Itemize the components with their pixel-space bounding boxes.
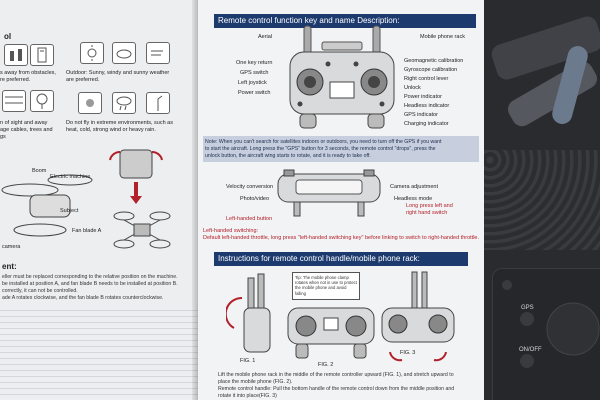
rain-icon — [112, 92, 136, 114]
instruction-line: rotate it into place(FIG. 3) — [218, 393, 277, 399]
tree-icon — [30, 90, 54, 112]
cloud-icon — [112, 42, 136, 64]
body-line: be installed at position A, and fan blad… — [2, 281, 178, 287]
front-label: Headless mode — [394, 196, 433, 202]
remote-label: Power switch — [238, 90, 271, 96]
figure-label: FIG. 2 — [318, 362, 334, 368]
front-label: Long press left and — [406, 203, 453, 209]
remote-label: One key return — [236, 60, 273, 66]
front-label: Photo/video — [240, 196, 270, 202]
body-line: eller must be replaced corresponding to … — [2, 274, 178, 280]
instruction-line: Remote control handle: Pull the bottom h… — [218, 386, 455, 392]
body-line: ade A rotates clockwise, and the fan bla… — [2, 295, 164, 301]
icon-caption: n of sight and away — [0, 120, 48, 126]
phone-rack-figures — [226, 271, 455, 362]
note-line: to start the aircraft. Long press the "G… — [205, 146, 436, 152]
strong-wind-icon — [146, 92, 170, 114]
remote-label: Mobile phone rack — [420, 34, 465, 40]
instruction-line: Lift the mobile phone rack in the middle… — [218, 372, 454, 378]
section-banner: Remote control function key and name Des… — [214, 14, 476, 28]
case-foam — [480, 150, 600, 250]
drone-label: Boom — [32, 168, 47, 174]
remote-label: Aerial — [258, 34, 273, 40]
remote-label: Gyroscope calibration — [404, 67, 458, 73]
cable-icon — [2, 90, 26, 112]
gps-note: Note: When you can't search for satellit… — [203, 136, 479, 162]
remote-label: GPS switch — [240, 70, 269, 76]
remote-label: Geomagnetic calibration — [404, 58, 464, 64]
remote-controller: GPS ON/OFF — [492, 268, 600, 400]
icon-caption: re preferred. — [0, 77, 31, 83]
building-icon — [30, 44, 54, 66]
remote-label: Left joystick — [238, 80, 267, 86]
drone-label: camera — [2, 244, 21, 250]
power-button-label: ON/OFF — [519, 347, 542, 353]
switch-caption-title: Left-handed switching: — [203, 228, 259, 234]
remote-label: GPS indicator — [404, 112, 438, 118]
icon-caption: s away from obstacles, — [0, 70, 56, 76]
obstacle-icon — [4, 44, 28, 66]
body-line: correctly, it can not be controlled. — [2, 288, 78, 294]
front-label: Left-handed button — [226, 216, 273, 222]
front-label: Camera adjustment — [390, 184, 438, 190]
remote-top-diagram — [289, 25, 395, 129]
remote-label: Charging indicator — [404, 121, 449, 127]
tip-box: Tip: The mobile phone clamp rotates when… — [292, 272, 360, 300]
icon-caption: gs — [0, 134, 6, 140]
section-fragment: ol — [4, 32, 12, 41]
heat-icon — [78, 92, 102, 114]
sun-icon — [80, 42, 104, 64]
icon-caption: Do not fly in extreme environments, such… — [66, 120, 173, 126]
section-fragment: ent: — [2, 262, 17, 271]
remote-label: Right control lever — [404, 76, 449, 82]
figure-label: FIG. 3 — [400, 350, 416, 356]
remote-label: Unlock — [404, 85, 421, 91]
icon-caption: are preferred. — [66, 77, 100, 83]
instruction-line: place the mobile phone (FIG. 2). — [218, 379, 293, 385]
gps-button-label: GPS — [521, 305, 534, 311]
front-label: Velocity conversion — [226, 184, 274, 190]
front-label: right hand switch — [406, 210, 448, 216]
switch-caption-text: Default left-handed throttle, long press… — [203, 235, 480, 241]
drone-label: Fan blade A — [72, 228, 102, 234]
controller-shapes — [502, 280, 600, 368]
remote-label: Headless indicator — [404, 103, 450, 109]
drone-diagram — [1, 149, 171, 249]
icon-caption: Outdoor: Sunny, windy and sunny weather — [66, 70, 170, 76]
note-line: unlock button, the aircraft wing starts … — [205, 153, 371, 159]
wind-icon — [146, 42, 170, 64]
manual-left-page: ol s away from obstacles, re preferred. … — [0, 0, 198, 400]
icon-caption: heat, cold, strong wind or heavy rain. — [66, 127, 156, 133]
icon-caption: age cables, trees and — [0, 127, 53, 133]
drone-label: Electric machine — [50, 174, 91, 180]
drone-label: Subject — [60, 208, 79, 214]
note-line: Note: When you can't search for satellit… — [205, 139, 442, 145]
section-banner-2: Instructions for remote control handle/m… — [214, 252, 468, 266]
tip-text: Tip: The mobile phone clamp rotates when… — [295, 275, 357, 296]
left-page-lower-band — [0, 305, 198, 400]
figure-label: FIG. 1 — [240, 358, 256, 364]
remote-front-diagram — [277, 169, 381, 217]
remote-label: Power indicator — [404, 94, 442, 100]
